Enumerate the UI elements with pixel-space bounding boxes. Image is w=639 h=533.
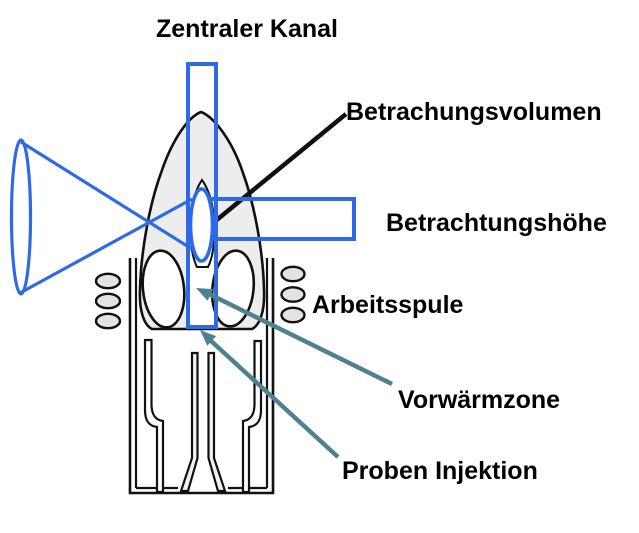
viewing-volume-ellipse xyxy=(188,187,215,263)
label-central-channel: Zentraler Kanal xyxy=(156,15,339,43)
label-viewing-height: Betrachtungshöhe xyxy=(386,209,607,237)
flame-toroid-right xyxy=(210,249,256,328)
label-work-coil: Arbeitsspule xyxy=(312,291,464,319)
viewing-cone xyxy=(9,138,193,296)
arrow-sample-injection xyxy=(200,330,340,459)
torch-injector-left xyxy=(179,351,199,493)
torch-intermediate-tube-left xyxy=(143,338,165,494)
label-sample-injection: Proben Injektion xyxy=(342,457,538,485)
lens-ellipse xyxy=(9,138,33,296)
pointer-line-viewing-volume xyxy=(211,112,348,225)
label-preheating-zone: Vorwärmzone xyxy=(398,386,561,414)
central-channel-rect xyxy=(186,62,218,329)
torch-outer-tube xyxy=(128,258,275,495)
arrow-preheating-zone xyxy=(196,288,393,387)
induction-coil-left xyxy=(94,272,122,330)
torch-intermediate-tube-right xyxy=(241,339,263,494)
label-viewing-volume: Betrachungsvolumen xyxy=(346,98,602,126)
torch-injector-right xyxy=(207,351,227,493)
induction-coil-right xyxy=(280,265,306,324)
flame-toroid-left xyxy=(141,249,186,329)
